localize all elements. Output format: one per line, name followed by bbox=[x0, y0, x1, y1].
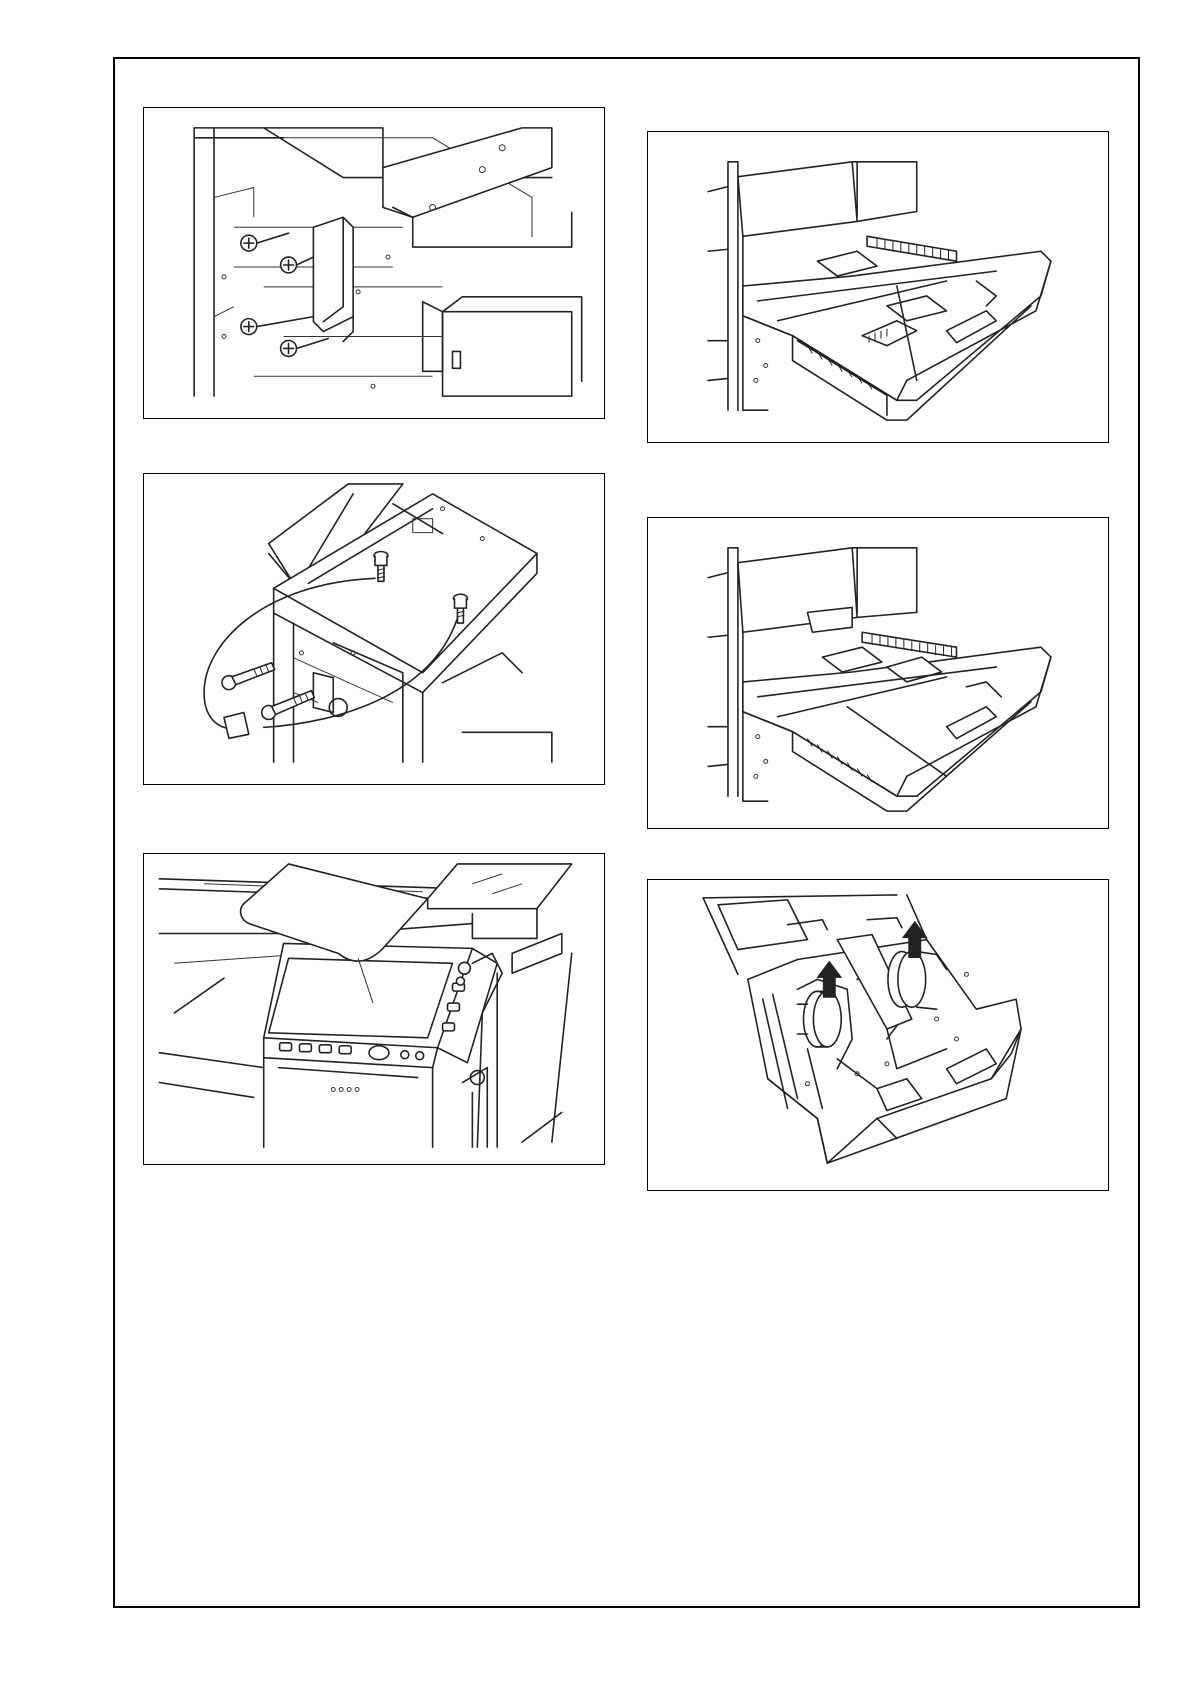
figure-tray-lift-arrows bbox=[647, 879, 1109, 1191]
figure-bracket-screws bbox=[143, 107, 605, 419]
figure-paper-tray-open bbox=[647, 131, 1109, 443]
figure-control-panel bbox=[143, 853, 605, 1165]
control-panel-sheet-illustration bbox=[144, 854, 604, 1164]
paper-tray-guides-illustration bbox=[648, 518, 1108, 828]
tray-lift-arrows-illustration bbox=[648, 880, 1108, 1190]
figure-scanner-cable bbox=[143, 473, 605, 785]
figure-paper-tray-guides bbox=[647, 517, 1109, 829]
scanner-screws-cable-illustration bbox=[144, 474, 604, 784]
long-screw-icon bbox=[222, 663, 314, 720]
bracket-screws-illustration bbox=[144, 108, 604, 418]
page-frame bbox=[113, 57, 1140, 1608]
paper-tray-open-illustration bbox=[648, 132, 1108, 442]
